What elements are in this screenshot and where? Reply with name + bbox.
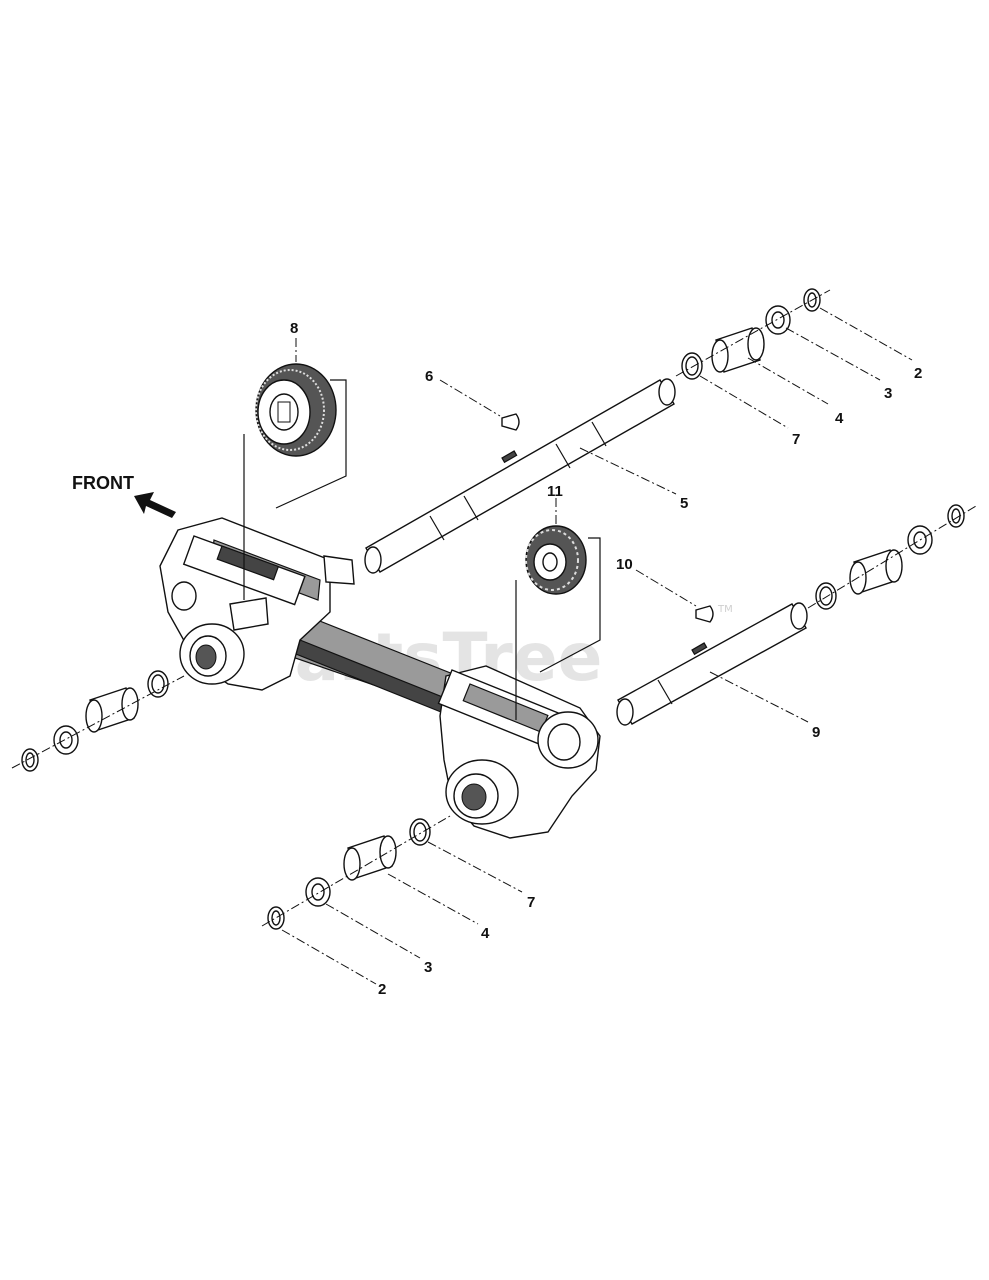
leader-7-lower [427,841,523,893]
callout-3-lower: 3 [424,959,432,976]
front-label: FRONT [72,473,134,493]
leader-10 [635,569,697,607]
callout-3-upper: 3 [884,385,892,402]
callout-9: 9 [812,724,820,741]
centerline-left [11,675,185,769]
callout-10: 10 [616,556,633,573]
callout-4-upper: 4 [835,410,844,427]
front-arrow-icon [134,492,176,518]
callout-11: 11 [547,483,563,500]
callout-2-upper: 2 [914,365,922,382]
centerline-upper-right [675,289,831,377]
watermark-trademark: TM [717,604,733,615]
leader-2-lower [281,929,377,985]
lower-right-bearing-stack [815,504,965,610]
centerline-lower-right [807,505,977,609]
gear-small [525,525,587,595]
left-bearing-stack [21,670,169,772]
upper-right-bearing-stack [681,288,821,380]
callout-5: 5 [680,495,688,512]
shaft-upper [364,378,676,574]
callout-8: 8 [290,320,298,337]
gear-large [255,363,337,457]
gear-small-guide-2 [539,537,601,673]
leader-4-upper [747,357,829,405]
lower-middle-bearing-stack [267,818,431,930]
leader-6 [439,379,501,417]
key-lower [695,605,714,623]
callout-7-lower: 7 [527,894,535,911]
leader-2-upper [819,307,913,361]
callout-6: 6 [425,368,433,385]
callout-2-lower: 2 [378,981,386,998]
callout-4-lower: 4 [481,925,490,942]
shaft-lower [616,602,808,726]
leader-9 [709,671,809,723]
callout-7-upper: 7 [792,431,800,448]
transaxle-housing [159,517,601,839]
leader-4-lower [387,873,479,925]
leader-3-lower [325,903,421,959]
key-upper [501,413,520,431]
centerline-lower-middle [261,815,451,927]
gear-large-guide-2 [275,379,347,509]
leader-7-upper [699,375,789,429]
leader-3-upper [785,327,881,381]
leader-5 [579,447,677,495]
